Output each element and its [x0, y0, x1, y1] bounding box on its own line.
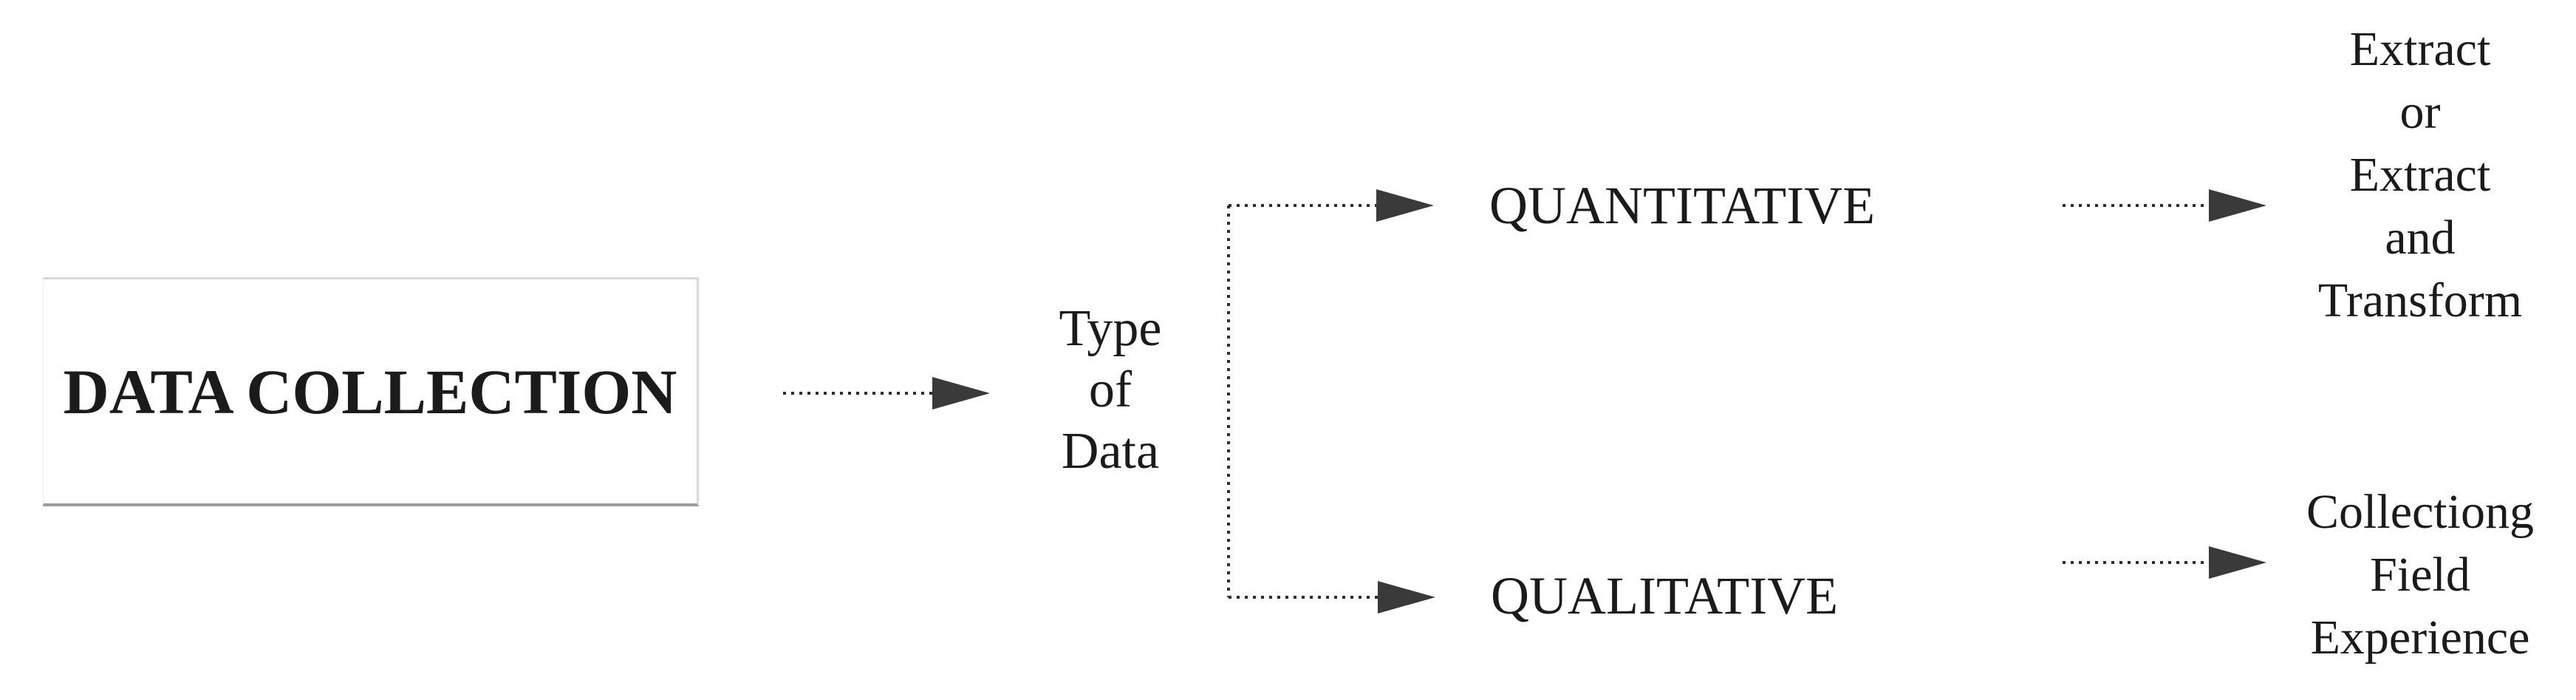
outcome-line: Transform — [2317, 273, 2523, 327]
arrowhead-icon — [2209, 189, 2266, 222]
connector-to-quantitative — [1229, 204, 1376, 207]
connector-root-to-decision — [783, 392, 932, 395]
quantitative-label: QUANTITATIVE — [1489, 176, 1876, 235]
arrowhead-icon — [1376, 189, 1434, 222]
decision-type-of-data: Type of Data — [1000, 298, 1221, 482]
outcome-line: Experience — [2310, 611, 2530, 665]
arrowhead-icon — [2209, 546, 2266, 579]
outcome-line: Collectiong — [2306, 485, 2534, 539]
quantitative-outcome: Extract or Extract and Transform — [2258, 18, 2576, 332]
decision-line: Type — [1059, 300, 1162, 357]
outcome-line: Field — [2370, 548, 2470, 602]
arrowhead-icon — [932, 377, 990, 410]
outcome-line: Extract — [2349, 148, 2491, 202]
decision-line: Data — [1061, 423, 1160, 480]
qualitative-label: QUALITATIVE — [1491, 566, 1839, 625]
outcome-line: and — [2385, 211, 2456, 265]
data-collection-label: DATA COLLECTION — [63, 356, 677, 427]
connector-quantitative-to-outcome — [2063, 204, 2207, 207]
decision-line: of — [1088, 361, 1132, 418]
connector-to-qualitative — [1229, 596, 1378, 599]
outcome-line: or — [2399, 85, 2441, 139]
outcome-line: Extract — [2349, 22, 2491, 76]
arrowhead-icon — [1378, 581, 1435, 614]
qualitative-outcome: Collectiong Field Experience — [2258, 480, 2576, 669]
connector-branch-vertical — [1227, 205, 1230, 597]
data-collection-node: DATA COLLECTION — [43, 277, 699, 506]
connector-qualitative-to-outcome — [2063, 561, 2207, 564]
